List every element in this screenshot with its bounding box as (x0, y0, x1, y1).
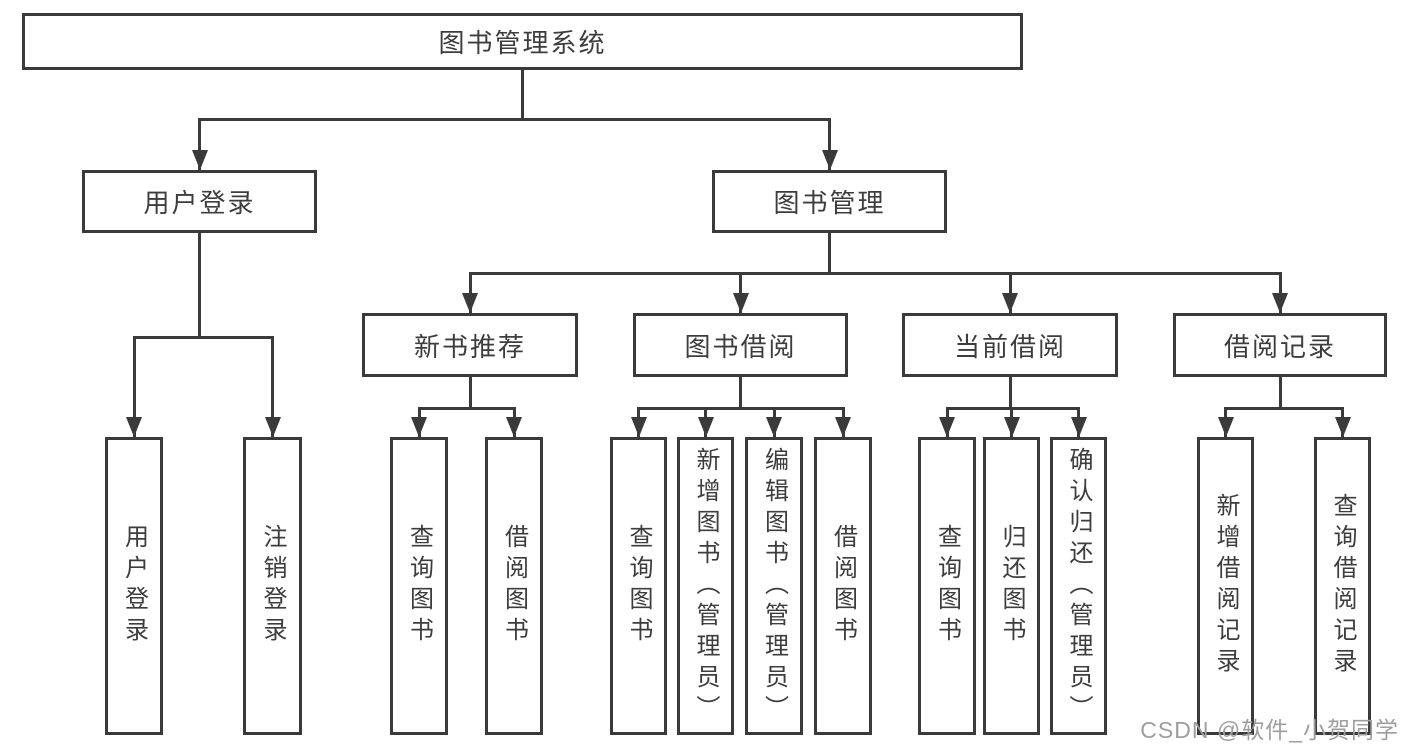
node-borrow-records: 借阅记录 (1173, 313, 1387, 377)
node-current-borrow: 当前借阅 (902, 313, 1118, 377)
arrow-down-icon (939, 417, 955, 437)
node-label-book-mgmt: 图书管理 (773, 188, 886, 218)
node-label-user-login: 用户登录 (143, 188, 256, 218)
node-label-leaf-confirm-return: 确认归还（管理员） (1065, 446, 1092, 726)
node-label-leaf-return-book: 归还图书 (998, 524, 1025, 648)
node-leaf-confirm-return: 确认归还（管理员） (1050, 437, 1107, 735)
node-leaf-add-book: 新增图书（管理员） (677, 437, 734, 735)
node-label-root: 图书管理系统 (438, 28, 607, 58)
node-book-mgmt: 图书管理 (712, 170, 947, 233)
node-leaf-add-borrow-record: 新增借阅记录 (1197, 437, 1254, 735)
node-label-leaf-user-login: 用户登录 (120, 524, 148, 648)
connector-line (271, 337, 274, 437)
connector-line (417, 406, 516, 410)
arrow-down-icon (835, 417, 851, 437)
connector-line (828, 119, 831, 170)
node-leaf-query-book-1: 查询图书 (390, 437, 448, 735)
connector-line (198, 117, 831, 121)
node-leaf-query-borrow-record: 查询借阅记录 (1314, 437, 1371, 735)
arrow-down-icon (732, 293, 749, 313)
node-leaf-query-book-3: 查询图书 (918, 437, 976, 735)
arrow-down-icon (506, 417, 522, 437)
connector-line (521, 70, 524, 119)
node-label-book-borrow: 图书借阅 (684, 331, 797, 362)
node-leaf-borrow-book-2: 借阅图书 (814, 437, 872, 735)
arrow-down-icon (1272, 293, 1288, 313)
connector-line (468, 377, 472, 408)
node-label-leaf-query-book-1: 查询图书 (405, 524, 433, 648)
node-label-leaf-borrow-book-2: 借阅图书 (829, 524, 857, 648)
watermark-text: CSDN @软件_小贺同学 (1140, 717, 1399, 743)
node-label-leaf-add-book: 新增图书（管理员） (692, 446, 719, 726)
arrow-down-icon (766, 417, 782, 437)
arrow-down-icon (1003, 417, 1020, 437)
node-label-current-borrow: 当前借阅 (953, 331, 1066, 362)
arrow-down-icon (462, 293, 478, 313)
node-leaf-query-book-2: 查询图书 (610, 437, 667, 735)
node-leaf-logout: 注销登录 (243, 437, 302, 735)
node-label-leaf-borrow-book-1: 借阅图书 (500, 524, 528, 648)
node-leaf-return-book: 归还图书 (983, 437, 1040, 735)
arrow-down-icon (1070, 417, 1087, 437)
connector-line (198, 119, 201, 170)
connector-line (828, 233, 831, 273)
arrow-down-icon (697, 417, 714, 437)
connector-line (198, 233, 201, 337)
node-label-leaf-edit-book: 编辑图书（管理员） (760, 446, 788, 726)
connector-line (468, 271, 1282, 275)
node-leaf-borrow-book-1: 借阅图书 (485, 437, 543, 735)
connector-line (739, 377, 742, 408)
arrow-down-icon (1217, 417, 1234, 437)
connector-line (1278, 377, 1282, 408)
arrow-down-icon (126, 417, 142, 437)
node-label-leaf-query-book-3: 查询图书 (933, 524, 961, 648)
node-user-login: 用户登录 (82, 170, 317, 233)
connector-line (132, 337, 136, 437)
node-label-leaf-query-borrow-record: 查询借阅记录 (1329, 493, 1356, 679)
node-new-book-rec: 新书推荐 (362, 313, 578, 377)
node-label-leaf-add-borrow-record: 新增借阅记录 (1212, 493, 1239, 679)
arrow-down-icon (630, 417, 647, 437)
arrow-down-icon (821, 150, 838, 170)
connector-line (637, 406, 845, 410)
arrow-down-icon (191, 150, 208, 170)
arrow-down-icon (264, 417, 281, 437)
node-label-new-book-rec: 新书推荐 (413, 331, 526, 362)
node-book-borrow: 图书借阅 (633, 313, 848, 377)
node-label-borrow-records: 借阅记录 (1223, 331, 1336, 362)
connector-line (1224, 406, 1344, 410)
arrow-down-icon (1002, 293, 1018, 313)
node-leaf-user-login: 用户登录 (105, 437, 163, 735)
arrow-down-icon (1334, 417, 1351, 437)
node-label-leaf-logout: 注销登录 (259, 524, 286, 648)
node-root: 图书管理系统 (22, 13, 1023, 70)
node-leaf-edit-book: 编辑图书（管理员） (745, 437, 803, 735)
connector-line (1008, 377, 1012, 408)
node-label-leaf-query-book-2: 查询图书 (625, 524, 652, 648)
arrow-down-icon (411, 417, 427, 437)
connector-line (132, 335, 274, 339)
